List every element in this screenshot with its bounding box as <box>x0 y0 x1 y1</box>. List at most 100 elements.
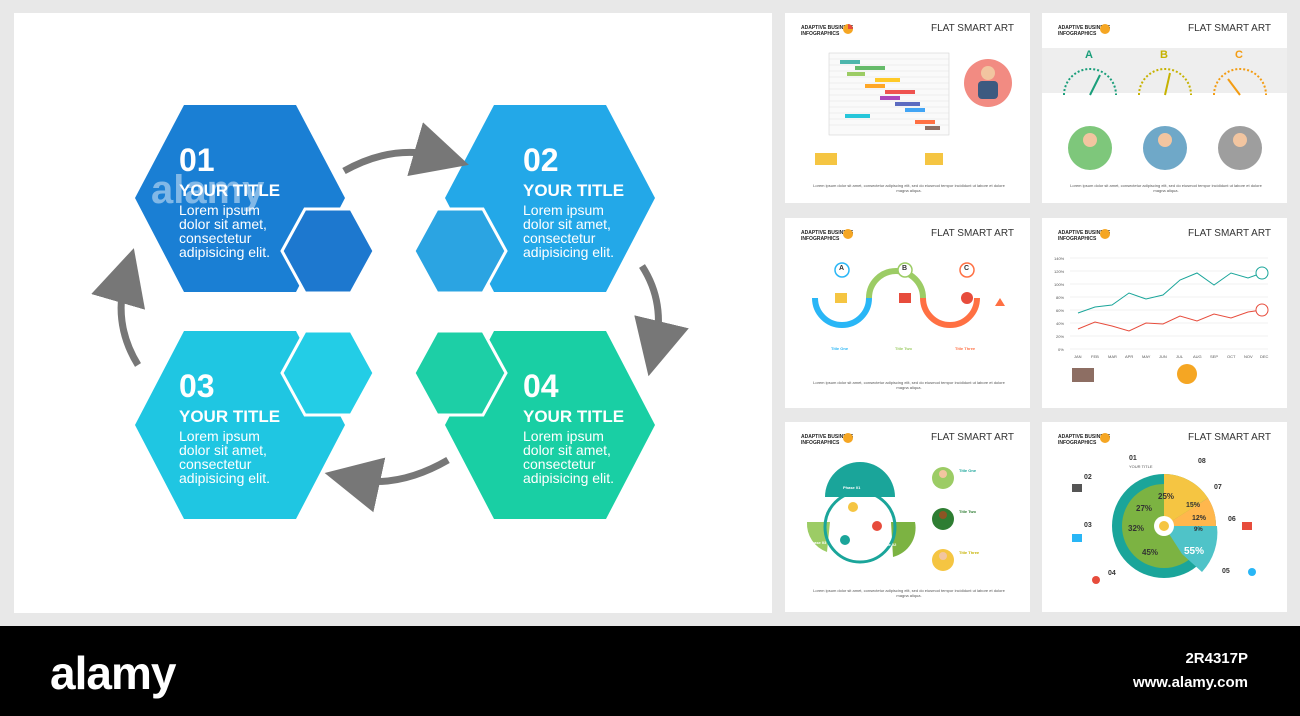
radial-pct-32: 32% <box>1128 524 1145 533</box>
arrow-2-to-4 <box>634 264 689 377</box>
small-hexagon-2 <box>412 207 508 295</box>
step-2-line-1: Lorem ipsum <box>523 202 604 218</box>
radial-pct-15: 15% <box>1186 502 1201 509</box>
thumb-flat-title: FLAT SMART ART <box>931 432 1014 443</box>
footer-image-code: 2R4317P <box>1185 650 1248 667</box>
gauge-label-b: B <box>1160 49 1168 61</box>
radial-pct-9: 9% <box>1194 527 1203 533</box>
y-tick-40: 40% <box>1056 321 1065 326</box>
radial-pct-55: 55% <box>1184 546 1205 557</box>
flow-title-3: Title Three <box>955 346 976 351</box>
main-slide: 01 YOUR TITLE Lorem ipsum dolor sit amet… <box>14 13 772 613</box>
arrow-4-to-3 <box>324 456 450 513</box>
radial-num-07: 07 <box>1214 484 1222 491</box>
gantt-graphic <box>815 24 1012 165</box>
line-chart-graphic <box>1070 229 1269 384</box>
step-1-title: YOUR TITLE <box>179 181 280 200</box>
thumb-flat-title: FLAT SMART ART <box>1188 23 1271 34</box>
step-3-line-3: consectetur <box>179 456 252 472</box>
footer-brand-logo: alamy <box>50 647 176 699</box>
step-4-line-2: dolor sit amet, <box>523 442 611 458</box>
step-2-line-3: consectetur <box>523 230 596 246</box>
gauges-graphic <box>1042 24 1287 170</box>
step-2-number: 02 <box>523 142 559 178</box>
x-tick-aug: AUG <box>1193 354 1202 359</box>
step-4-number: 04 <box>523 368 559 404</box>
x-tick-jul: JUL <box>1176 354 1184 359</box>
small-hexagon-1 <box>280 207 376 295</box>
flow-label-b: B <box>902 265 908 272</box>
radial-num-03: 03 <box>1084 522 1092 529</box>
thumb-flat-title: FLAT SMART ART <box>931 228 1014 239</box>
step-3-line-1: Lorem ipsum <box>179 428 260 444</box>
gauge-label-a: A <box>1085 49 1093 61</box>
radial-pct-12: 12% <box>1192 515 1207 522</box>
x-tick-mar: MAR <box>1108 354 1117 359</box>
step-1-line-2: dolor sit amet, <box>179 216 267 232</box>
radial-your-title: YOUR TITLE <box>1129 464 1153 469</box>
radial-pct-27: 27% <box>1136 504 1153 513</box>
radial-num-06: 06 <box>1228 516 1236 523</box>
step-1-line-1: Lorem ipsum <box>179 202 260 218</box>
thumb-flat-title: FLAT SMART ART <box>1188 432 1271 443</box>
x-tick-feb: FEB <box>1091 354 1099 359</box>
step-3-title: YOUR TITLE <box>179 407 280 426</box>
x-tick-oct: OCT <box>1227 354 1236 359</box>
watermark-logo: alamy <box>151 168 265 212</box>
abc-flow-graphic <box>812 229 1005 328</box>
flow-label-c: C <box>964 265 970 272</box>
radial-num-01: 01 <box>1129 455 1137 462</box>
x-tick-jan: JAN <box>1074 354 1082 359</box>
gauge-label-c: C <box>1235 49 1243 61</box>
x-tick-dec: DEC <box>1260 354 1269 359</box>
radial-num-04: 04 <box>1108 570 1116 577</box>
thumb-footer-text: Lorem ipsum dolor sit amet, consectetur … <box>813 183 1005 193</box>
flow-title-1: Title One <box>831 346 849 351</box>
radial-num-05: 05 <box>1222 568 1230 575</box>
radial-num-02: 02 <box>1084 474 1092 481</box>
step-1-line-4: adipisicing elit. <box>179 244 270 260</box>
cycle-title-1: Title One <box>959 468 977 473</box>
step-1-number: 01 <box>179 142 215 178</box>
cycle-phase-1: Phase 01 <box>843 485 861 490</box>
thumb-footer-text: Lorem ipsum dolor sit amet, consectetur … <box>813 588 1005 598</box>
step-4-line-3: consectetur <box>523 456 596 472</box>
small-hexagon-4 <box>412 329 508 417</box>
y-tick-120: 120% <box>1054 269 1065 274</box>
step-3-number: 03 <box>179 368 215 404</box>
radial-pct-25: 25% <box>1158 492 1175 501</box>
y-tick-0: 0% <box>1058 347 1064 352</box>
arrow-3-to-1 <box>91 248 146 367</box>
cycle-phase-3: Phase 03 <box>809 540 827 545</box>
step-4-line-4: adipisicing elit. <box>523 470 614 486</box>
x-tick-nov: NOV <box>1244 354 1253 359</box>
step-4-line-1: Lorem ipsum <box>523 428 604 444</box>
radial-num-08: 08 <box>1198 458 1206 465</box>
thumb-flat-title: FLAT SMART ART <box>1188 228 1271 239</box>
thumb-footer-text: Lorem ipsum dolor sit amet, consectetur … <box>1070 183 1262 193</box>
cycle-graphic <box>806 433 954 571</box>
step-2-line-4: adipisicing elit. <box>523 244 614 260</box>
flow-label-a: A <box>839 265 845 272</box>
step-3-line-2: dolor sit amet, <box>179 442 267 458</box>
x-tick-jun: JUN <box>1159 354 1167 359</box>
step-2-line-2: dolor sit amet, <box>523 216 611 232</box>
step-3-line-4: adipisicing elit. <box>179 470 270 486</box>
cycle-phase-2: Phase 02 <box>879 542 897 547</box>
y-tick-20: 20% <box>1056 334 1065 339</box>
radial-pct-45: 45% <box>1142 548 1159 557</box>
x-tick-may: MAY <box>1142 354 1151 359</box>
y-tick-80: 80% <box>1056 295 1065 300</box>
small-hexagon-3 <box>280 329 376 417</box>
